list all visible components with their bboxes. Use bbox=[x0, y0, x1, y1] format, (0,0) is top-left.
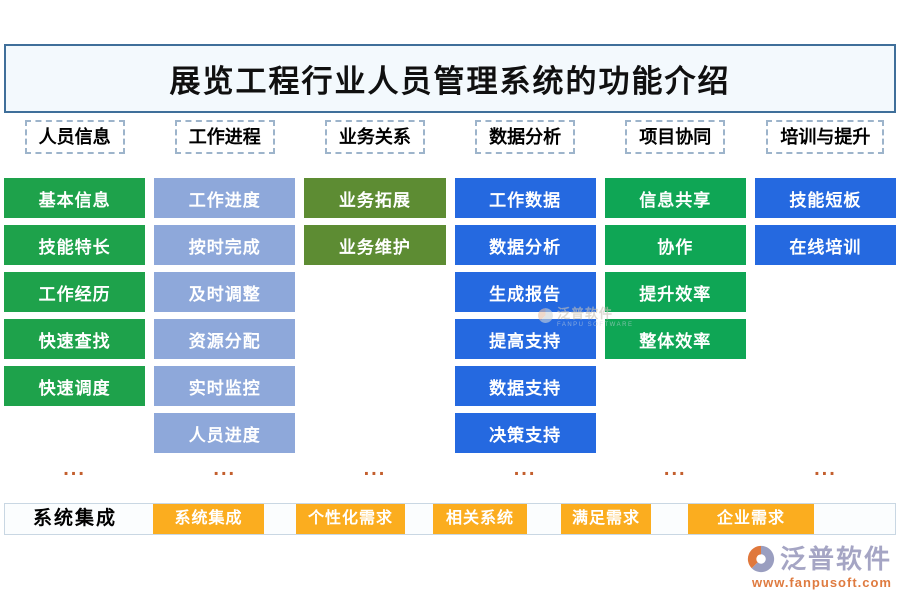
feature-button[interactable]: 信息共享 bbox=[604, 178, 746, 218]
column-3: 业务关系业务拓展业务维护... bbox=[304, 120, 446, 480]
feature-columns: 人员信息基本信息技能特长工作经历快速查找快速调度...工作进程工作进度按时完成及… bbox=[4, 120, 896, 480]
feature-button[interactable]: 决策支持 bbox=[454, 413, 596, 453]
column-1: 人员信息基本信息技能特长工作经历快速查找快速调度... bbox=[4, 120, 146, 480]
column-header: 人员信息 bbox=[24, 120, 125, 154]
fanpu-logo-icon bbox=[747, 545, 775, 573]
bottom-bar: 系统集成 系统集成 个性化需求相关系统 满足需求 企业需求 bbox=[4, 503, 896, 535]
column-6: 培训与提升技能短板在线培训... bbox=[754, 120, 896, 480]
bottom-button[interactable]: 满足需求 bbox=[561, 504, 651, 534]
column-4: 数据分析工作数据数据分析生成报告提高支持数据支持决策支持... bbox=[454, 120, 596, 480]
feature-button[interactable]: 业务拓展 bbox=[304, 178, 446, 218]
feature-button[interactable]: 工作数据 bbox=[454, 178, 596, 218]
feature-button[interactable]: 技能特长 bbox=[4, 225, 146, 265]
more-ellipsis: ... bbox=[213, 458, 237, 480]
column-header: 工作进程 bbox=[174, 120, 275, 154]
bottom-row-label: 系统集成 bbox=[33, 508, 118, 529]
feature-button[interactable]: 技能短板 bbox=[754, 178, 896, 218]
column-header: 培训与提升 bbox=[766, 120, 885, 154]
column-header: 项目协同 bbox=[625, 120, 726, 154]
more-ellipsis: ... bbox=[814, 458, 837, 480]
feature-button[interactable]: 快速调度 bbox=[4, 366, 146, 406]
title-banner: 展览工程行业人员管理系统的功能介绍 bbox=[4, 44, 896, 113]
brand-name: 泛普软件 bbox=[779, 544, 892, 574]
feature-button[interactable]: 数据支持 bbox=[454, 366, 596, 406]
column-5: 项目协同信息共享协作提升效率整体效率... bbox=[604, 120, 746, 480]
feature-button[interactable]: 工作进度 bbox=[154, 178, 296, 218]
feature-button[interactable]: 数据分析 bbox=[454, 225, 596, 265]
column-header: 数据分析 bbox=[475, 120, 576, 154]
brand-logo: 泛普软件 www.fanpusoft.com bbox=[746, 544, 892, 590]
feature-button[interactable]: 按时完成 bbox=[154, 225, 296, 265]
feature-button[interactable]: 提升效率 bbox=[604, 272, 746, 312]
bottom-button[interactable]: 相关系统 bbox=[433, 504, 527, 534]
feature-button[interactable]: 整体效率 bbox=[604, 319, 746, 359]
feature-button[interactable]: 资源分配 bbox=[154, 319, 296, 359]
bottom-button[interactable]: 个性化需求 bbox=[296, 504, 405, 534]
more-ellipsis: ... bbox=[513, 458, 537, 480]
page-title: 展览工程行业人员管理系统的功能介绍 bbox=[169, 64, 731, 99]
more-ellipsis: ... bbox=[363, 458, 387, 480]
column-header: 业务关系 bbox=[324, 120, 425, 154]
feature-button[interactable]: 在线培训 bbox=[754, 225, 896, 265]
feature-button[interactable]: 生成报告 bbox=[454, 272, 596, 312]
bottom-button[interactable]: 系统集成 bbox=[153, 504, 264, 534]
feature-button[interactable]: 提高支持 bbox=[454, 319, 596, 359]
feature-button[interactable]: 及时调整 bbox=[154, 272, 296, 312]
feature-button[interactable]: 快速查找 bbox=[4, 319, 146, 359]
feature-button[interactable]: 人员进度 bbox=[154, 413, 296, 453]
feature-button[interactable]: 工作经历 bbox=[4, 272, 146, 312]
feature-button[interactable]: 基本信息 bbox=[4, 178, 146, 218]
more-ellipsis: ... bbox=[663, 458, 687, 480]
bottom-button[interactable]: 企业需求 bbox=[688, 504, 814, 534]
feature-button[interactable]: 协作 bbox=[604, 225, 746, 265]
feature-button[interactable]: 实时监控 bbox=[154, 366, 296, 406]
column-2: 工作进程工作进度按时完成及时调整资源分配实时监控人员进度... bbox=[154, 120, 296, 480]
feature-button[interactable]: 业务维护 bbox=[304, 225, 446, 265]
brand-url: www.fanpusoft.com bbox=[751, 575, 892, 590]
more-ellipsis: ... bbox=[63, 458, 86, 480]
